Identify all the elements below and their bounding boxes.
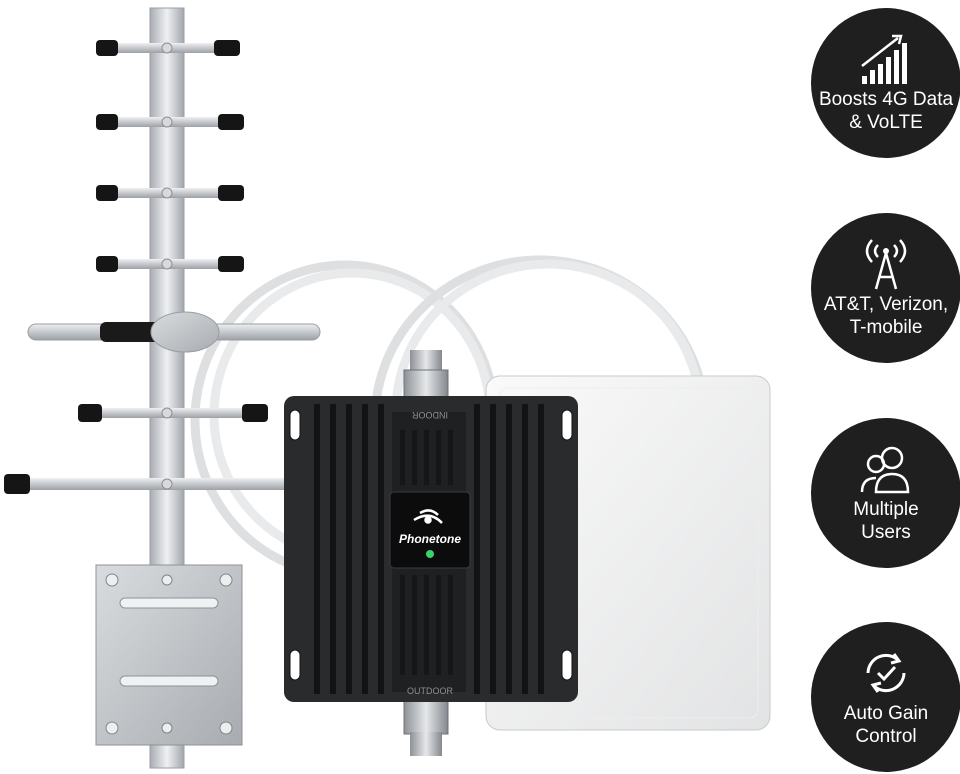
feature-label: Boosts 4G Data & VoLTE: [818, 89, 954, 133]
power-led: [426, 550, 434, 558]
brand-logo: [413, 509, 443, 524]
feature-badge-agc: Auto Gain Control: [811, 622, 960, 772]
yagi-antenna: [4, 7, 321, 769]
signal-booster: Phonetone INDOOR OUTDOOR: [284, 350, 578, 756]
outdoor-port-label: OUTDOOR: [407, 686, 453, 696]
signal-bars-icon: [861, 34, 907, 84]
brand-name: Phonetone: [399, 532, 461, 546]
users-icon: [860, 446, 910, 494]
indoor-port-label: INDOOR: [411, 410, 448, 420]
feature-badge-4g: Boosts 4G Data & VoLTE: [811, 8, 960, 158]
feature-label: AT&T, Verizon, T-mobile: [823, 294, 949, 338]
cell-tower-icon: [865, 239, 907, 290]
mounting-plate: [95, 564, 243, 746]
feature-label: Multiple Users: [853, 499, 919, 543]
feature-badge-users: Multiple Users: [811, 418, 960, 568]
auto-gain-icon: [866, 653, 906, 693]
antenna-elements: [4, 40, 321, 494]
heat-fins: [314, 404, 544, 694]
feature-badge-carriers: AT&T, Verizon, T-mobile: [811, 213, 960, 363]
feature-label: Auto Gain Control: [843, 703, 929, 747]
